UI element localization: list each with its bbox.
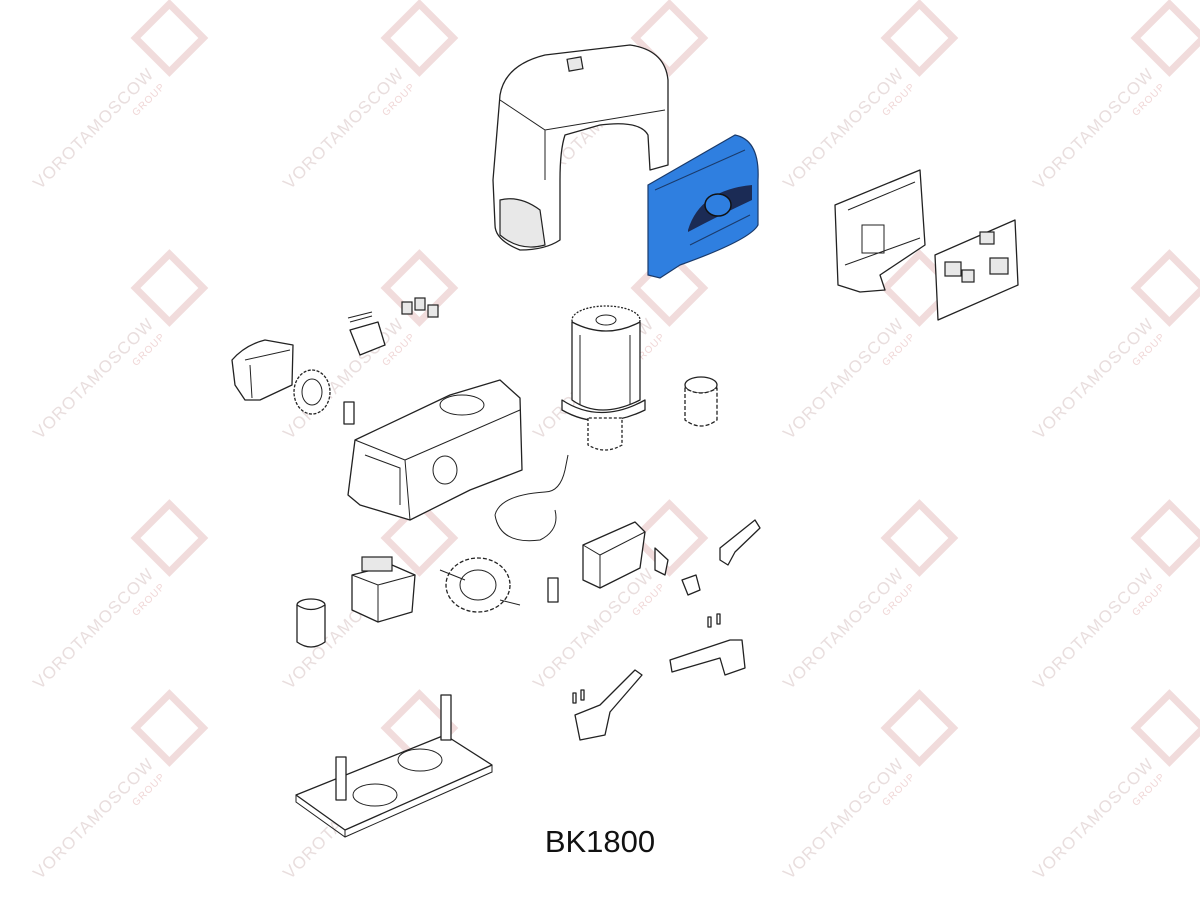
connector-block[interactable] — [347, 311, 386, 356]
gearbox-housing[interactable] — [347, 379, 523, 521]
watermark-text: VOROTAMOSCOW — [279, 64, 408, 193]
capacitor[interactable] — [296, 598, 326, 648]
watermark-text: VOROTAMOSCOW — [1029, 754, 1158, 883]
watermark-logo — [130, 499, 209, 577]
watermark-logo — [880, 0, 959, 77]
release-knob[interactable] — [654, 519, 761, 596]
terminal[interactable] — [343, 401, 355, 425]
watermark-text: VOROTAMOSCOW — [1029, 64, 1158, 193]
terminal-small[interactable] — [547, 577, 559, 603]
watermark-logo — [630, 499, 709, 577]
watermark-logo — [130, 689, 209, 767]
limit-switch-right[interactable] — [669, 639, 746, 676]
control-board[interactable] — [934, 219, 1019, 321]
watermark-text: VOROTAMOSCOW — [1029, 564, 1158, 693]
watermark-text: VOROTAMOSCOW — [779, 64, 908, 193]
connector-pins[interactable] — [401, 297, 439, 318]
model-label: BK1800 — [544, 824, 656, 859]
watermark-logo — [380, 249, 459, 327]
motor[interactable] — [561, 305, 646, 451]
watermark-text: VOROTAMOSCOW — [29, 564, 158, 693]
watermark-logo — [880, 499, 959, 577]
watermark-logo — [130, 249, 209, 327]
watermark-logo — [1130, 0, 1200, 77]
watermark-text: VOROTAMOSCOW — [779, 564, 908, 693]
watermark-logo — [380, 499, 459, 577]
control-board-bracket[interactable] — [834, 169, 926, 293]
gasket[interactable] — [494, 454, 569, 542]
watermark-text: VOROTAMOSCOW — [1029, 314, 1158, 443]
limit-switch-pins[interactable] — [572, 613, 721, 704]
watermark-logo — [1130, 689, 1200, 767]
watermark-logo — [130, 0, 209, 77]
limit-switch-left[interactable] — [574, 669, 643, 741]
end-cap[interactable] — [231, 339, 294, 401]
worm-gear[interactable] — [439, 557, 521, 613]
watermark-text: VOROTAMOSCOW — [779, 754, 908, 883]
watermark-text: VOROTAMOSCOW — [29, 754, 158, 883]
top-cover[interactable] — [492, 44, 669, 251]
worm-screw[interactable] — [684, 376, 718, 427]
transformer[interactable] — [351, 556, 416, 623]
pinion-gear[interactable] — [293, 369, 331, 415]
watermark-logo — [1130, 249, 1200, 327]
watermark-text: VOROTAMOSCOW — [29, 314, 158, 443]
anchor-plate[interactable] — [295, 694, 493, 838]
watermark-text: VOROTAMOSCOW — [779, 314, 908, 443]
watermark-logo — [1130, 499, 1200, 577]
watermark-text: VOROTAMOSCOW — [29, 64, 158, 193]
watermark-logo — [880, 689, 959, 767]
release-cover[interactable] — [582, 521, 646, 589]
watermark-logo — [380, 0, 459, 77]
front-cover[interactable] — [647, 134, 759, 279]
